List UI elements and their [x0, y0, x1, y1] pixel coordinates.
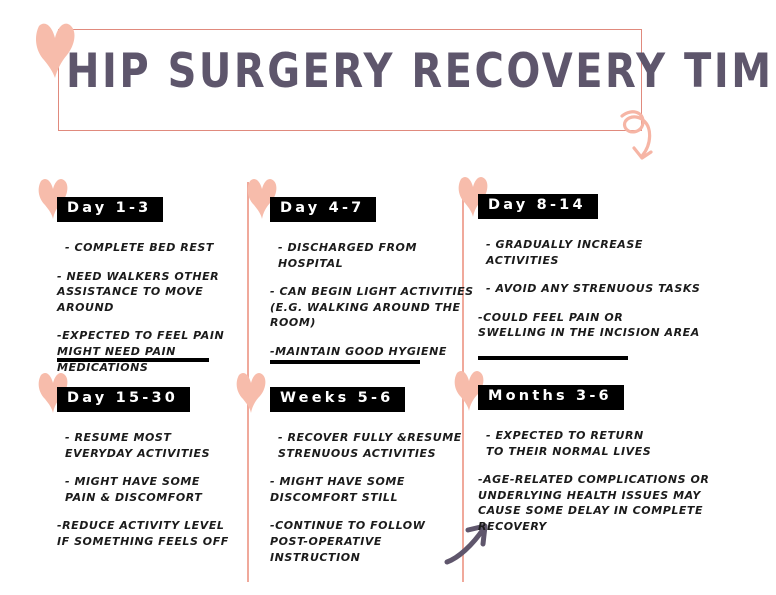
section-rule-1 — [57, 358, 209, 362]
section-bullets: - RECOVER FULLY &RESUME STRENUOUS ACTIVI… — [270, 430, 470, 565]
bullet-item: - CAN BEGIN LIGHT ACTIVITIES (E.G. WALKI… — [270, 285, 474, 330]
bullet-item: - NEED WALKERS OTHER ASSISTANCE TO MOVE … — [57, 269, 220, 314]
bullet-item: -CONTINUE TO FOLLOW POST-OPERATIVE INSTR… — [270, 519, 426, 564]
section-badge: Months 3-6 — [478, 385, 624, 410]
bullet-item: - MIGHT HAVE SOME PAIN & DISCOMFORT — [65, 475, 203, 504]
bullet-item: - RESUME MOST EVERYDAY ACTIVITIES — [65, 430, 211, 460]
section-bullets: - COMPLETE BED REST - NEED WALKERS OTHER… — [57, 240, 242, 375]
bullet-item: - DISCHARGED FROM HOSPITAL — [278, 240, 417, 270]
section-weeks-5-6: Weeks 5-6 - RECOVER FULLY &RESUME STRENU… — [270, 387, 470, 565]
section-bullets: - RESUME MOST EVERYDAY ACTIVITIES - MIGH… — [57, 430, 252, 550]
section-badge: Day 4-7 — [270, 197, 377, 222]
section-bullets: - EXPECTED TO RETURN TO THEIR NORMAL LIV… — [478, 428, 768, 535]
bullet-item: -EXPECTED TO FEEL PAIN MIGHT NEED PAIN M… — [57, 329, 225, 374]
bullet-item: -AGE-RELATED COMPLICATIONS OR UNDERLYING… — [478, 473, 710, 533]
title-frame — [58, 29, 642, 131]
bullet-item: - RECOVER FULLY &RESUME STRENUOUS ACTIVI… — [278, 430, 462, 460]
section-bullets: - GRADUALLY INCREASE ACTIVITIES - AVOID … — [478, 237, 708, 341]
section-badge: Day 8-14 — [478, 194, 598, 219]
bullet-item: - AVOID ANY STRENUOUS TASKS — [486, 282, 701, 296]
bullet-item: -REDUCE ACTIVITY LEVEL IF SOMETHING FEEL… — [57, 519, 229, 548]
section-badge: Day 15-30 — [57, 387, 191, 412]
section-badge: Weeks 5-6 — [270, 387, 406, 412]
bullet-item: - COMPLETE BED REST — [65, 240, 214, 254]
section-badge: Day 1-3 — [57, 197, 164, 222]
section-day-1-3: Day 1-3 - COMPLETE BED REST - NEED WALKE… — [57, 197, 242, 375]
section-months-3-6: Months 3-6 - EXPECTED TO RETURN TO THEIR… — [478, 385, 768, 535]
section-bullets: - DISCHARGED FROM HOSPITAL - CAN BEGIN L… — [270, 240, 475, 360]
section-day-8-14: Day 8-14 - GRADUALLY INCREASE ACTIVITIES… — [478, 194, 708, 341]
bullet-item: - GRADUALLY INCREASE ACTIVITIES — [486, 237, 643, 267]
page-title: HIP SURGERY RECOVERY TIME — [66, 44, 776, 99]
bullet-item: -MAINTAIN GOOD HYGIENE — [270, 344, 447, 358]
section-rule-3 — [478, 356, 628, 360]
bullet-item: - EXPECTED TO RETURN TO THEIR NORMAL LIV… — [486, 428, 652, 458]
section-day-15-30: Day 15-30 - RESUME MOST EVERYDAY ACTIVIT… — [57, 387, 252, 550]
section-day-4-7: Day 4-7 - DISCHARGED FROM HOSPITAL - CAN… — [270, 197, 475, 360]
bullet-item: -COULD FEEL PAIN OR SWELLING IN THE INCI… — [478, 310, 700, 340]
bullet-item: - MIGHT HAVE SOME DISCOMFORT STILL — [270, 475, 405, 504]
section-rule-2 — [270, 360, 420, 364]
